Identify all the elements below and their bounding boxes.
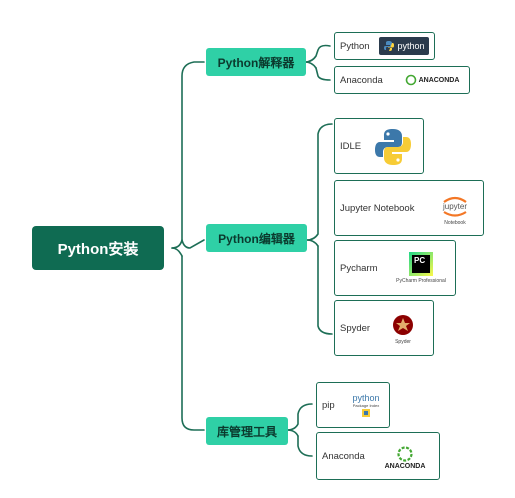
logo-text: PC (412, 255, 430, 273)
card-python: Python python (334, 32, 435, 60)
logo-caption: PyCharm Professional (396, 278, 446, 284)
card-label: Spyder (340, 322, 371, 334)
root-node: Python安装 (32, 226, 164, 270)
pypi-logo-icon: python Package Index (345, 387, 387, 423)
logo-text: ANACONDA (418, 76, 460, 84)
card-label: Python (340, 40, 370, 52)
logo-text: jupyter (442, 202, 467, 211)
card-jupyter: Jupyter Notebook jupyter Notebook (334, 180, 484, 236)
logo-caption: Notebook (444, 220, 466, 226)
anaconda-logo-icon: ANACONDA (399, 72, 465, 88)
card-pip: pip python Package Index (316, 382, 390, 428)
python-logo-icon: python (379, 37, 429, 55)
anaconda-logo-icon: ANACONDA (377, 439, 433, 475)
card-label: Jupyter Notebook (340, 202, 415, 214)
spyder-logo-icon: Spyder (385, 309, 421, 349)
card-label: Pycharm (340, 262, 378, 274)
card-pycharm: Pycharm PC PyCharm Professional (334, 240, 456, 296)
card-label: pip (322, 399, 335, 411)
card-idle: IDLE (334, 118, 424, 174)
card-anaconda-interpreter: Anaconda ANACONDA (334, 66, 470, 94)
card-label: Anaconda (322, 450, 365, 462)
logo-caption: Package Index (352, 402, 380, 408)
category-editor: Python编辑器 (206, 224, 307, 252)
category-interpreter: Python解释器 (206, 48, 306, 76)
logo-text: ANACONDA (384, 462, 426, 470)
logo-caption: Spyder (395, 339, 411, 345)
pycharm-logo-icon: PC PyCharm Professional (389, 247, 453, 289)
logo-text: python (397, 41, 425, 51)
python-snake-logo-icon (371, 125, 415, 169)
jupyter-logo-icon: jupyter Notebook (435, 189, 475, 229)
category-package-tools: 库管理工具 (206, 417, 288, 445)
card-spyder: Spyder Spyder (334, 300, 434, 356)
card-anaconda-tool: Anaconda ANACONDA (316, 432, 440, 480)
logo-text: python (352, 392, 380, 403)
card-label: Anaconda (340, 74, 383, 86)
card-label: IDLE (340, 140, 362, 152)
